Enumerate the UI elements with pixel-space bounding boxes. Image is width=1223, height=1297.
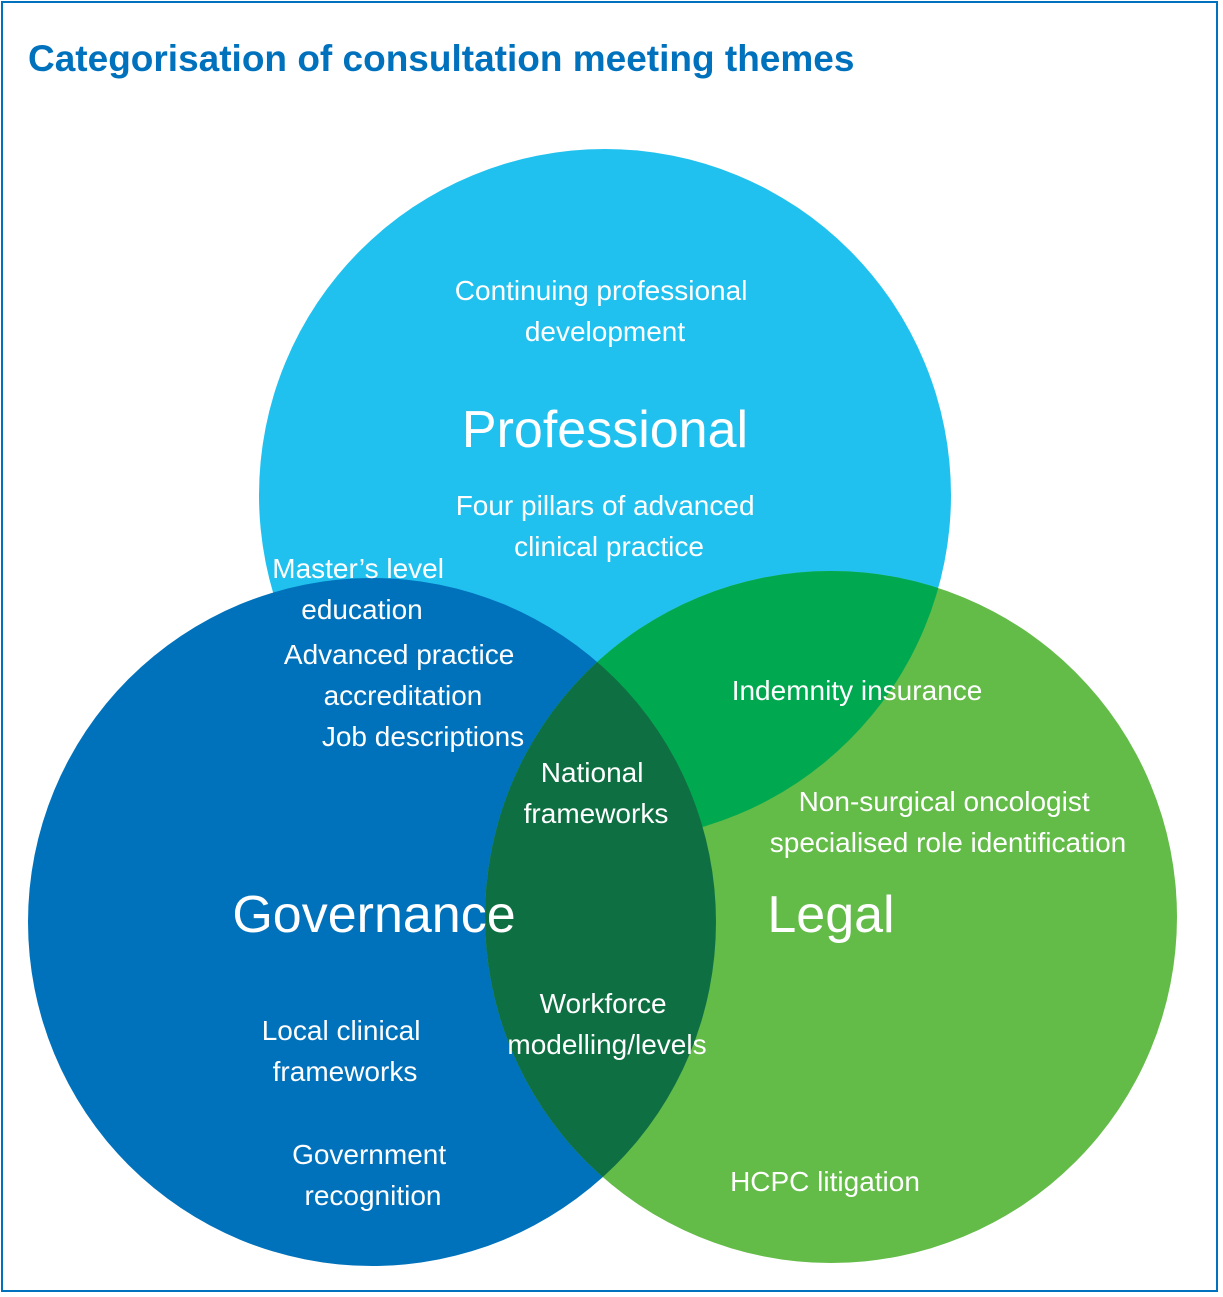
legal-label: Legal	[767, 886, 894, 944]
theme-national-frameworks: National frameworks	[524, 757, 669, 829]
theme-cpd: Continuing professional development	[455, 275, 755, 347]
theme-hcpc-litigation: HCPC litigation	[730, 1166, 920, 1197]
theme-masters-education: Master’s level education	[272, 553, 451, 625]
governance-legal-overlap	[485, 578, 716, 1263]
theme-four-pillars: Four pillars of advanced clinical practi…	[456, 490, 763, 562]
theme-non-surgical-oncologist: Non-surgical oncologist specialised role…	[770, 786, 1126, 858]
theme-indemnity-insurance: Indemnity insurance	[732, 675, 983, 706]
professional-legal-overlap	[485, 571, 951, 841]
diagram-title: Categorisation of consultation meeting t…	[28, 38, 855, 79]
theme-accreditation: Advanced practice accreditation	[284, 639, 522, 711]
theme-government-recognition: Government recognition	[292, 1139, 454, 1211]
governance-label: Governance	[232, 886, 515, 944]
theme-local-clinical-frameworks: Local clinical frameworks	[262, 1015, 429, 1087]
professional-label: Professional	[462, 401, 748, 459]
theme-job-descriptions: Job descriptions	[322, 721, 524, 752]
theme-workforce-modelling: Workforce modelling/levels	[507, 988, 706, 1060]
